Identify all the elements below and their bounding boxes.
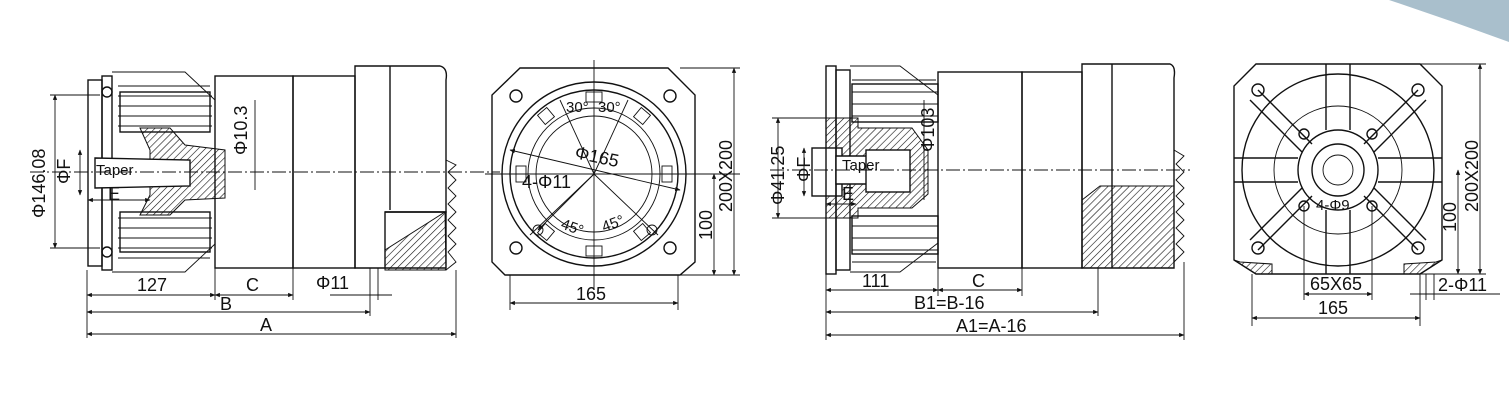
label-taper-1: Taper: [96, 162, 134, 179]
dims-2: [509, 67, 740, 310]
label-a1: A1=A-16: [956, 316, 1027, 336]
dims-3: [772, 100, 1185, 340]
bolt-holes-2: [509, 89, 677, 255]
motor-body-1: [214, 65, 457, 271]
rear-view-4: 4-Φ9 100 200X200 65X65 165 2-Φ11: [1233, 63, 1500, 326]
label-sq-4: 65X65: [1310, 274, 1362, 294]
label-dia-4125-3: Φ41.25: [768, 146, 788, 205]
center-lines-2: [485, 60, 740, 290]
shaft-section-3: [770, 117, 1190, 219]
label-b1: B1=B-16: [914, 293, 985, 313]
label-taper-3: Taper: [842, 157, 880, 174]
label-127: 127: [137, 275, 167, 295]
label-h200-4: 200X200: [1462, 140, 1482, 212]
dims-4: [1251, 63, 1500, 326]
label-ang4-2: 45°: [600, 212, 627, 236]
label-b-1: B: [220, 294, 232, 314]
label-111: 111: [862, 271, 889, 291]
label-dia-11-1: Φ11: [316, 273, 349, 293]
label-w165-4: 165: [1318, 298, 1348, 318]
motor-body-3: [937, 63, 1185, 269]
front-view-2: 30° 30° Φ165 4-Φ11 45° 45° 100 200X200 1…: [485, 60, 740, 310]
label-dia-f-1: ΦF: [54, 159, 74, 184]
label-dia-11-4: 2-Φ11: [1438, 275, 1487, 295]
ribs-4: [1234, 64, 1442, 274]
dims-1: [50, 94, 457, 338]
label-dia-outer-1: Φ146.08: [29, 149, 49, 218]
label-w165-2: 165: [576, 284, 606, 304]
label-h100-2: 100: [696, 210, 716, 240]
label-h200-2: 200X200: [716, 140, 736, 212]
label-dia-f-3: ΦF: [794, 157, 814, 182]
label-e-1: E: [108, 184, 120, 204]
label-ang2-2: 30°: [598, 99, 621, 116]
label-holes-4: 4-Φ9: [1316, 197, 1350, 214]
side-view-1: Φ146.08 ΦF Taper E Φ10.3 127 C B A Φ11: [29, 65, 500, 338]
label-holes-2: 4-Φ11: [522, 172, 571, 192]
label-a-1: A: [260, 315, 272, 335]
label-h100-4: 100: [1440, 202, 1460, 232]
label-c-1: C: [246, 275, 259, 295]
shaft-section-1: [30, 127, 500, 216]
label-e-3: E: [842, 184, 854, 204]
label-ang1-2: 30°: [566, 99, 589, 116]
label-ang3-2: 45°: [559, 216, 586, 240]
label-c-3: C: [972, 271, 985, 291]
label-dia-103-3: Φ103: [918, 108, 938, 152]
label-dia-hole-1: Φ10.3: [231, 106, 251, 155]
bolt-holes-4: [1251, 83, 1425, 255]
corner-decoration: [1389, 0, 1509, 42]
side-view-3: Φ41.25 ΦF Taper E Φ103 111 C B1=B-16 A1=…: [768, 63, 1190, 340]
